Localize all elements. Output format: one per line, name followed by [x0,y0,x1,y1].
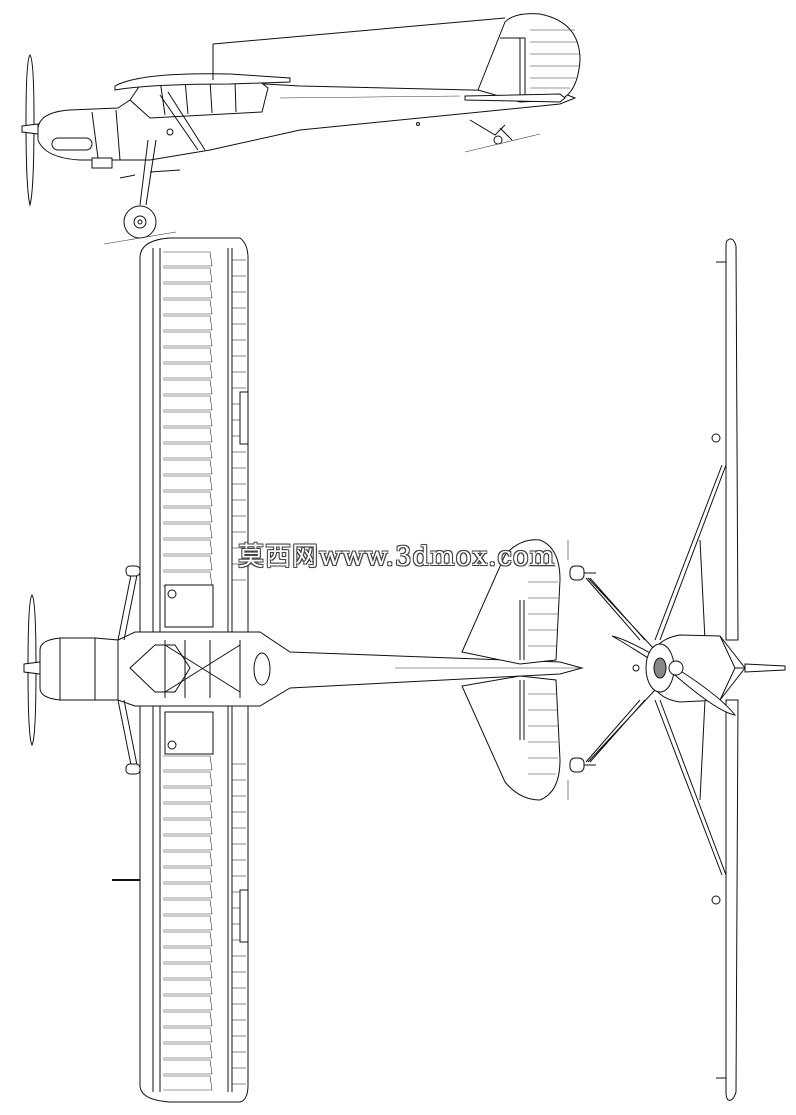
wing-rib [163,348,212,362]
wing-rib [163,412,212,426]
wing-rib [163,1076,212,1090]
top-left-wing [140,238,248,632]
wing-rib [163,900,212,914]
front-landing-gear [586,578,655,762]
wing-rib [163,996,212,1010]
side-vertical-tail [478,14,580,102]
wing-rib [163,252,212,266]
wing-rib [163,836,212,850]
lower-wing-ribs [163,756,246,1090]
side-landing-gear [120,140,180,205]
wing-rib [163,948,212,962]
wing-rib [163,460,212,474]
wing-rib [163,820,212,834]
wing-rib [163,916,212,930]
top-engine-cowling [40,638,118,700]
wing-rib [163,476,212,490]
side-tail-wheel [470,120,512,140]
top-view [24,238,582,1102]
wing-rib [163,556,212,570]
top-fuselage [118,632,582,706]
front-view [570,239,785,1100]
wing-rib [163,524,212,538]
wing-rib [163,508,212,522]
top-right-wing [140,706,248,1102]
wing-rib [163,1044,212,1058]
wing-rib [163,268,212,282]
wing-rib [163,884,212,898]
wing-rib [163,380,212,394]
wing-rib [163,364,212,378]
side-wing [115,74,290,90]
wing-rib [163,772,212,786]
wing-rib [163,332,212,346]
front-wing-lower [726,700,738,1100]
wing-rib [163,852,212,866]
wing-rib [163,756,212,770]
side-view [22,14,580,244]
wing-rib [163,1028,212,1042]
wing-rib [163,316,212,330]
wing-rib [163,444,212,458]
wing-rib [163,1012,212,1026]
wing-rib [163,788,212,802]
front-wing-upper [726,239,738,640]
wing-rib [163,396,212,410]
wing-rib [163,492,212,506]
top-horizontal-tail-lower [462,676,560,800]
wing-rib [163,428,212,442]
watermark-text: 莫西网www.3dmox.com [238,542,556,572]
wing-rib [163,1060,212,1074]
top-horizontal-tail [462,540,560,664]
wing-rib [163,804,212,818]
wing-rib [163,980,212,994]
wing-rib [163,540,212,554]
wing-rib [163,300,212,314]
wing-rib [163,964,212,978]
wing-rib [163,284,212,298]
wing-rib [163,868,212,882]
wing-rib [163,932,212,946]
